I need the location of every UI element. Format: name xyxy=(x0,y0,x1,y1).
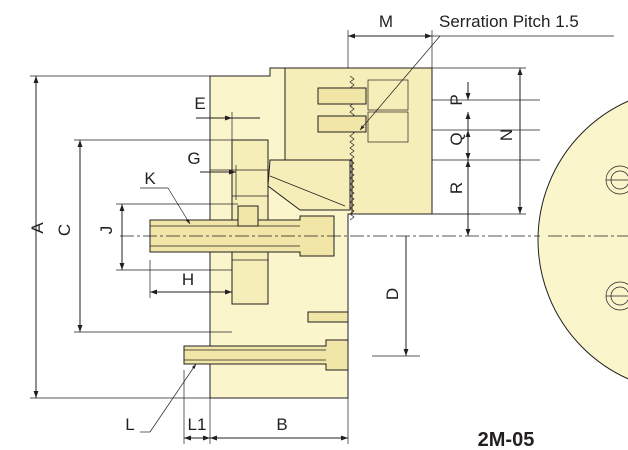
serration-pitch-note: Serration Pitch 1.5 xyxy=(439,12,579,31)
dim-label-c: C xyxy=(55,224,74,236)
dim-label-l: L xyxy=(125,415,134,434)
mounting-hole-bottom xyxy=(605,281,628,311)
dim-label-d: D xyxy=(383,288,402,300)
model-number: 2M-05 xyxy=(478,429,535,450)
dim-label-h: H xyxy=(182,270,194,289)
mounting-hole-top xyxy=(605,165,628,195)
dim-label-n: N xyxy=(497,129,516,141)
chuck-body-section xyxy=(149,67,433,399)
dim-label-r: R xyxy=(447,182,466,194)
dim-label-m: M xyxy=(379,12,393,31)
dim-label-a: A xyxy=(28,222,47,234)
dim-label-q: Q xyxy=(447,132,466,145)
dim-label-p: P xyxy=(447,94,466,105)
dim-label-l1: L1 xyxy=(188,415,207,434)
dim-label-b: B xyxy=(276,415,287,434)
dim-label-e: E xyxy=(194,94,205,113)
chuck-face-view xyxy=(537,100,628,380)
dim-label-j: J xyxy=(97,226,116,235)
dim-label-k: K xyxy=(144,169,156,188)
dim-label-g: G xyxy=(187,149,200,168)
